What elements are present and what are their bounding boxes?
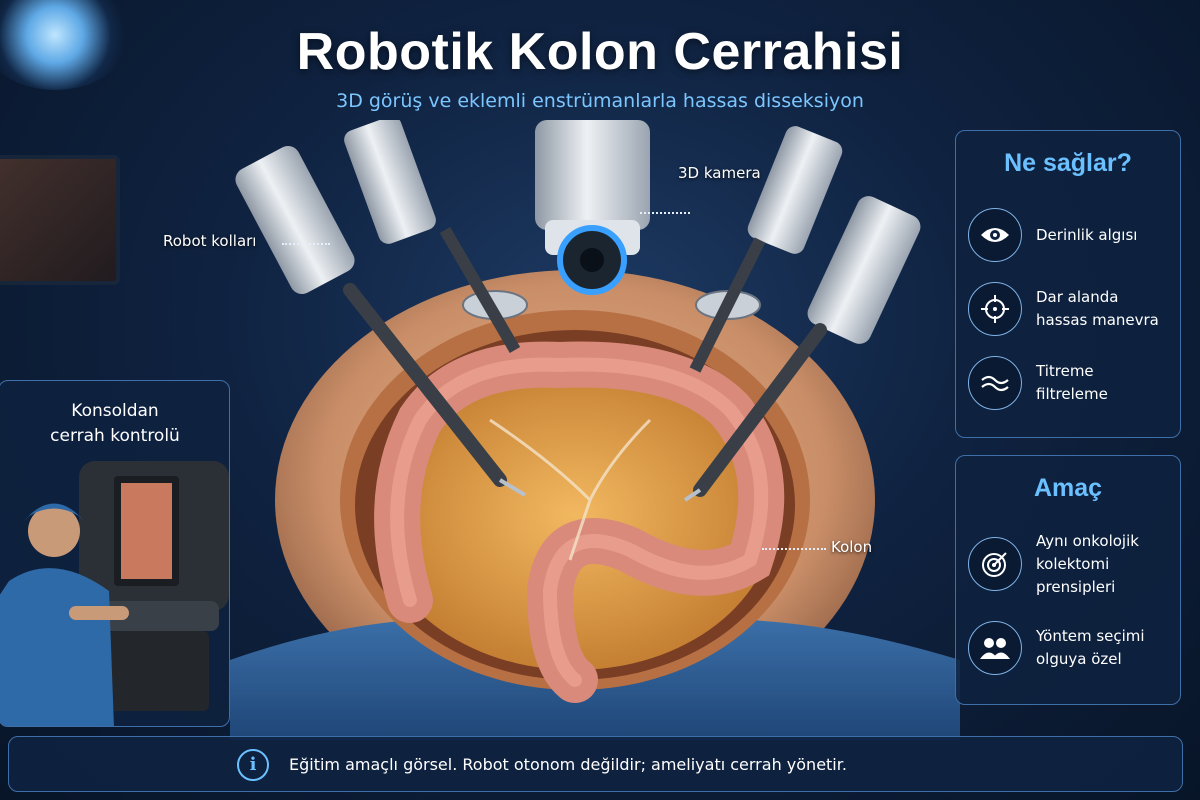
benefit-precise-maneuver: Dar alanda hassas manevra <box>968 277 1173 341</box>
eye-icon <box>968 208 1022 262</box>
callout-colon-line <box>762 548 826 550</box>
console-title: Konsoldan cerrah kontrolü <box>50 401 180 446</box>
robot-surgery-scene <box>230 116 960 740</box>
goal-title: Amaç <box>1033 474 1103 502</box>
disclaimer-text: Eğitim amaçlı görsel. Robot otonom değil… <box>289 755 847 774</box>
benefit-text: Dar alanda hassas manevra <box>1036 288 1159 329</box>
surgeon-console-illustration <box>0 461 229 726</box>
benefit-depth-perception: Derinlik algısı <box>968 203 1173 267</box>
benefit-text: Derinlik algısı <box>1036 225 1138 244</box>
goal-oncologic-principles: Aynı onkolojik kolektomi prensipleri <box>968 524 1173 604</box>
benefit-tremor-filter: Titreme filtreleme <box>968 351 1173 415</box>
callout-camera-line <box>640 212 690 214</box>
crosshair-icon <box>968 282 1022 336</box>
page-subtitle: 3D görüş ve eklemli enstrümanlarla hassa… <box>336 90 864 112</box>
callout-colon: Kolon <box>831 538 873 556</box>
goal-text: Aynı onkolojik kolektomi prensipleri <box>1036 531 1139 596</box>
robot-arm-right-center <box>689 126 843 373</box>
robot-arm-right <box>683 196 921 502</box>
benefit-text: Titreme filtreleme <box>1036 362 1108 403</box>
benefits-panel: Ne sağlar? Derinlik algısı Dar alanda ha… <box>955 130 1181 438</box>
page-title: Robotik Kolon Cerrahisi <box>296 23 904 81</box>
wave-icon <box>968 356 1022 410</box>
goal-text: Yöntem seçimi olguya özel <box>1036 627 1145 668</box>
info-icon: i <box>237 749 269 781</box>
users-icon <box>968 621 1022 675</box>
goal-method-selection: Yöntem seçimi olguya özel <box>968 616 1173 680</box>
robot-arm-left <box>235 145 527 497</box>
camera-unit <box>535 120 650 295</box>
robot-arm-left-center <box>344 116 528 354</box>
callout-robot-arms-line <box>282 243 330 245</box>
disclaimer-bar: i Eğitim amaçlı görsel. Robot otonom değ… <box>8 736 1183 792</box>
console-panel: Konsoldan cerrah kontrolü <box>0 380 230 727</box>
callout-robot-arms: Robot kolları <box>163 232 257 250</box>
target-icon <box>968 537 1022 591</box>
callout-camera: 3D kamera <box>678 164 761 182</box>
surgery-illustration <box>230 116 960 740</box>
background-monitor <box>0 155 120 285</box>
benefits-title: Ne sağlar? <box>1004 149 1132 177</box>
goal-panel: Amaç Aynı onkolojik kolektomi prensipler… <box>955 455 1181 705</box>
